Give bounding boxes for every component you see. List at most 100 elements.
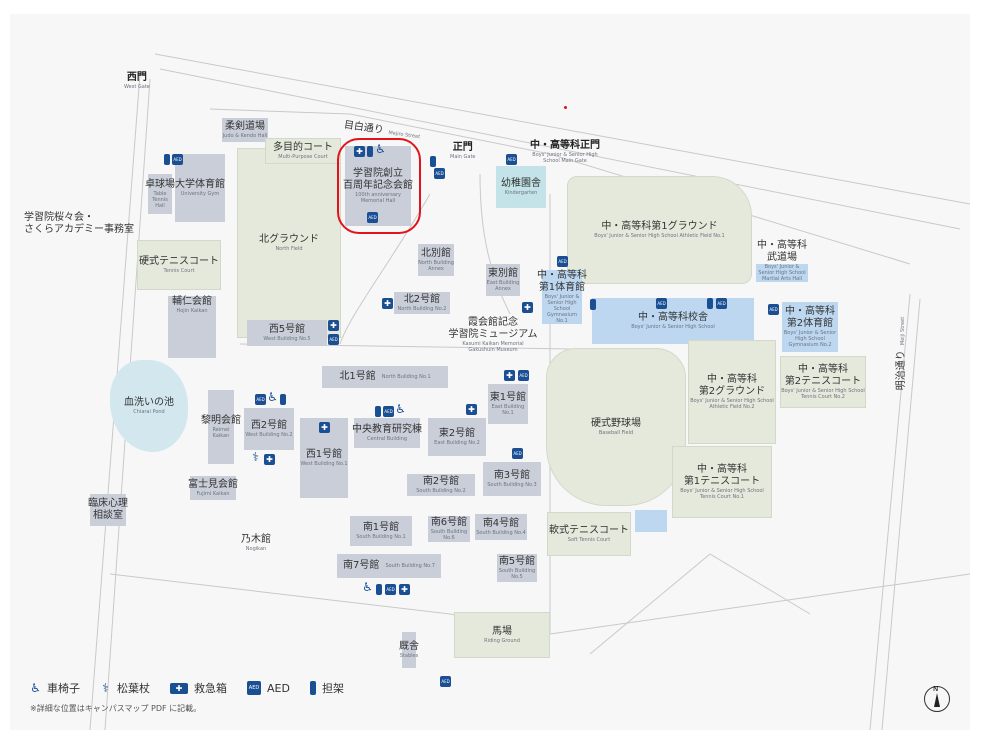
aed-icon: AED [716,298,727,309]
label-en: Boys' Junior & Senior High School Tennis… [781,388,865,400]
legend-label: AED [267,681,290,695]
office-label: 学習院桜々会・さくらアカデミー事務室 [24,212,134,236]
label-jp: 軟式テニスコート [549,525,629,536]
label-en: North Building Annex [418,260,454,272]
stretcher-icon [309,681,316,695]
aed-icon: AED [557,256,568,267]
legend-crutch: ⚕松葉杖 [100,680,150,696]
counseling-room[interactable]: 臨床心理相談室 [88,494,128,526]
label-jp: 武道場 [767,252,797,263]
label-en: South Building No.4 [476,530,526,536]
label-en: East Building Annex [486,280,520,292]
label-jp: 黎明会館 [201,415,241,426]
label-jp: 東1号館 [489,392,527,403]
label-en: Multi-Purpose Court [278,154,328,160]
label-en: 100th anniversary Memorial Hall [355,192,401,204]
aed-icon: AED [247,681,261,695]
label-jp: 臨床心理 [88,498,128,509]
label-en: Baseball Field [598,430,634,436]
first-aid-icon: ✚ [399,584,410,595]
label-jp: 学習院桜々会・ [24,212,94,223]
label-jp: 中・高等科 [798,364,848,375]
first-aid-icon: ✚ [328,320,339,331]
aed-icon: AED [512,448,523,459]
label-en: Tennis Court [163,268,195,274]
label-jp: 北グラウンド [259,234,319,245]
label-jp: 富士見会館 [188,479,238,490]
label-en: South Building No.6 [430,529,468,541]
first-aid-icon: ✚ [522,302,533,313]
label-jp: 中央教育研究棟 [352,424,422,435]
legend-wheelchair: ♿車椅子 [30,680,80,696]
label-en: Boys' Junior & Senior High School Gymnas… [783,330,837,348]
wheelchair-icon: ♿ [362,580,373,594]
label-jp: 南6号館 [430,517,468,528]
label-jp: 南3号館 [493,470,531,481]
label-jp: 東2号館 [438,428,476,439]
label-jp: 西5号館 [268,324,306,335]
label-en: Boys' Junior & Senior High School Tennis… [680,488,764,500]
wheelchair-icon: ♿ [267,390,278,404]
label-jp: 乃木館 [241,534,271,545]
label-en: South Building No.3 [487,482,537,488]
label-en: West Gate [124,84,150,90]
label-en: West Building No.1 [300,461,348,467]
label-jp: 硬式テニスコート [139,256,219,267]
aed-icon: AED [385,584,396,595]
stretcher-icon [430,156,436,167]
first-aid-icon: ✚ [264,454,275,465]
label-en: East Building No.2 [434,440,480,446]
stretcher-icon [376,584,382,595]
label-jp: 第2グラウンド [698,386,766,397]
label-en: Reimei Kaikan [212,427,230,439]
label-jp: 第1体育館 [538,282,586,293]
label-jp: 西1号館 [305,449,343,460]
legend-first-aid: ✚救急箱 [170,680,227,696]
label-en: Fujimi Kaikan [196,491,230,497]
